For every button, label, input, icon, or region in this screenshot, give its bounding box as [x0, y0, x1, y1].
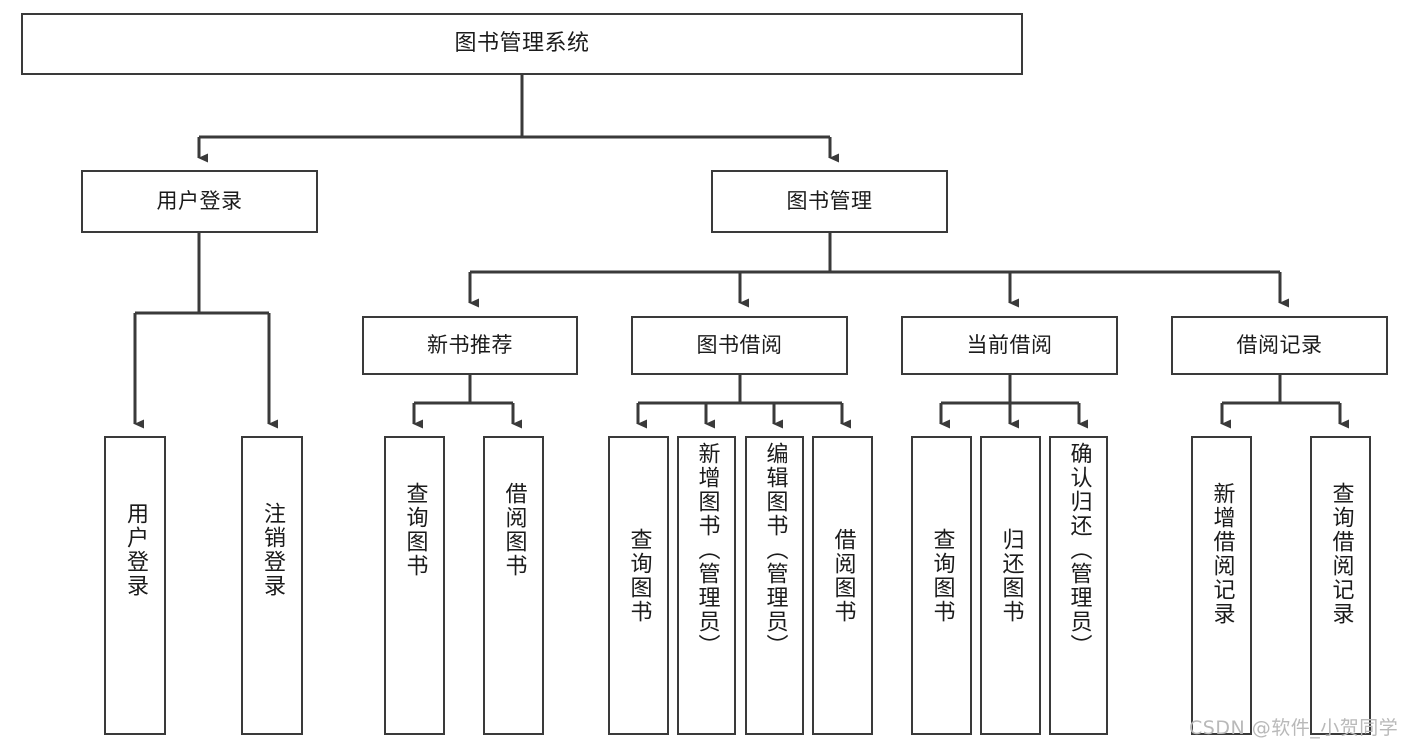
- node-leaf-query-book-2-label: 查询图书: [626, 528, 652, 624]
- node-leaf-confirm-return[interactable]: 确认归还（管理员）: [1049, 436, 1108, 735]
- node-root[interactable]: 图书管理系统: [21, 13, 1023, 75]
- node-leaf-return-book[interactable]: 归还图书: [980, 436, 1041, 735]
- node-book-management-label: 图书管理: [786, 189, 873, 214]
- node-leaf-borrow-book-1-label: 借阅图书: [501, 482, 527, 578]
- node-current-borrow[interactable]: 当前借阅: [901, 316, 1118, 375]
- node-leaf-query-book-3[interactable]: 查询图书: [911, 436, 972, 735]
- node-new-book-recommend-label: 新书推荐: [427, 333, 513, 358]
- node-leaf-add-book[interactable]: 新增图书（管理员）: [677, 436, 736, 735]
- node-current-borrow-label: 当前借阅: [966, 333, 1053, 358]
- node-book-borrow-label: 图书借阅: [696, 333, 783, 358]
- node-leaf-logout-login[interactable]: 注销登录: [241, 436, 303, 735]
- node-leaf-user-login-label: 用户登录: [123, 502, 148, 598]
- node-leaf-query-book-2[interactable]: 查询图书: [608, 436, 669, 735]
- node-borrow-record[interactable]: 借阅记录: [1171, 316, 1388, 375]
- node-leaf-query-book-3-label: 查询图书: [929, 528, 955, 624]
- node-new-book-recommend[interactable]: 新书推荐: [362, 316, 578, 375]
- node-leaf-return-book-label: 归还图书: [998, 528, 1024, 624]
- node-leaf-add-record[interactable]: 新增借阅记录: [1191, 436, 1252, 735]
- csdn-watermark: CSDN @软件_小贺同学: [1189, 717, 1399, 739]
- node-user-login[interactable]: 用户登录: [81, 170, 318, 233]
- node-leaf-confirm-return-label: 确认归还（管理员）: [1066, 442, 1092, 658]
- node-leaf-query-book-1[interactable]: 查询图书: [384, 436, 445, 735]
- node-book-management[interactable]: 图书管理: [711, 170, 948, 233]
- node-leaf-edit-book[interactable]: 编辑图书（管理员）: [745, 436, 804, 735]
- node-leaf-user-login[interactable]: 用户登录: [104, 436, 166, 735]
- node-leaf-borrow-book-1[interactable]: 借阅图书: [483, 436, 544, 735]
- node-leaf-query-record-label: 查询借阅记录: [1328, 482, 1354, 626]
- node-leaf-logout-login-label: 注销登录: [260, 502, 285, 598]
- node-leaf-add-book-label: 新增图书（管理员）: [694, 442, 720, 658]
- node-root-label: 图书管理系统: [454, 31, 590, 57]
- node-user-login-label: 用户登录: [156, 189, 243, 214]
- node-leaf-edit-book-label: 编辑图书（管理员）: [762, 442, 788, 658]
- node-leaf-borrow-book-2[interactable]: 借阅图书: [812, 436, 873, 735]
- node-leaf-query-book-1-label: 查询图书: [402, 482, 428, 578]
- node-leaf-borrow-book-2-label: 借阅图书: [830, 528, 856, 624]
- node-book-borrow[interactable]: 图书借阅: [631, 316, 848, 375]
- node-leaf-query-record[interactable]: 查询借阅记录: [1310, 436, 1371, 735]
- node-borrow-record-label: 借阅记录: [1236, 333, 1323, 358]
- node-leaf-add-record-label: 新增借阅记录: [1209, 482, 1235, 626]
